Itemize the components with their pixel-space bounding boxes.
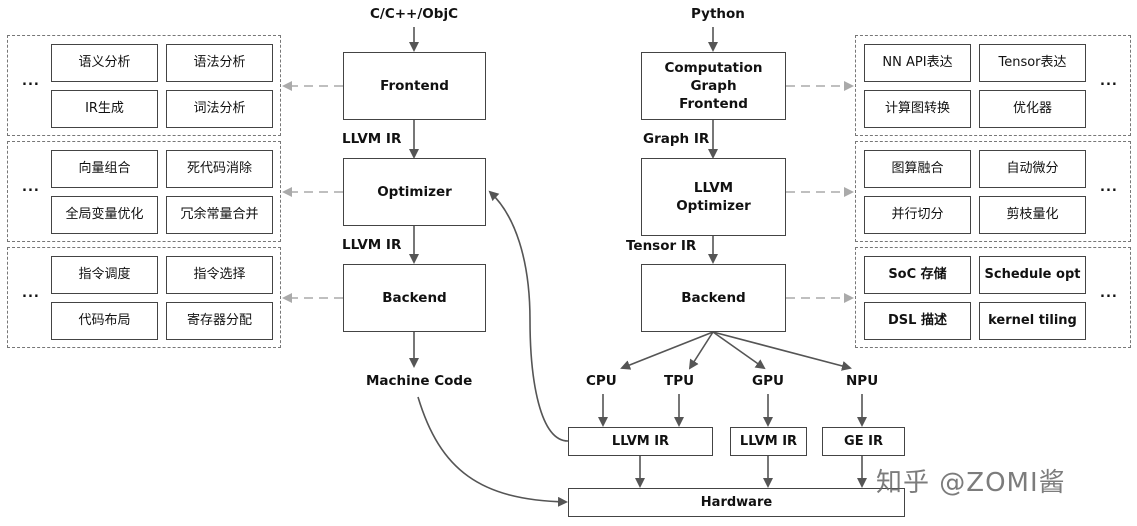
ellipsis: ...: [22, 74, 40, 89]
arrow-llvm-ir-to-optimizer-curve: [488, 190, 569, 442]
arrow-backend-to-cpu: [620, 331, 714, 370]
ai-backend-box: Backend: [641, 264, 786, 332]
right-group-frontend: NN API表达 Tensor表达 计算图转换 优化器 ...: [855, 35, 1131, 136]
device-npu-label: NPU: [846, 373, 879, 389]
stage-item: 计算图转换: [864, 90, 971, 128]
stage-item: 代码布局: [51, 302, 158, 340]
ellipsis: ...: [22, 180, 40, 195]
ai-optimizer-box: LLVM Optimizer: [641, 158, 786, 236]
stage-item: 死代码消除: [166, 150, 273, 188]
arrow-backend-to-gpu: [712, 331, 766, 370]
right-group-optimizer: 图算融合 自动微分 并行切分 剪枝量化 ...: [855, 141, 1131, 242]
hardware-box: Hardware: [568, 488, 905, 517]
stage-item: kernel tiling: [979, 302, 1086, 340]
stage-item: 并行切分: [864, 196, 971, 234]
ellipsis: ...: [22, 286, 40, 301]
stage-item: 剪枝量化: [979, 196, 1086, 234]
input-c-cpp-objc-label: C/C++/ObjC: [370, 6, 458, 22]
left-group-frontend: ... 语义分析 语法分析 IR生成 词法分析: [7, 35, 281, 136]
right-group-backend: SoC 存储 Schedule opt DSL 描述 kernel tiling…: [855, 247, 1131, 348]
stage-item: 优化器: [979, 90, 1086, 128]
machine-code-label: Machine Code: [366, 373, 473, 389]
stage-item: SoC 存储: [864, 256, 971, 294]
cpu-tpu-llvm-ir-box: LLVM IR: [568, 427, 713, 456]
graph-ir-label: Graph IR: [643, 131, 710, 147]
stage-item: 自动微分: [979, 150, 1086, 188]
stage-item: 指令调度: [51, 256, 158, 294]
llvm-optimizer-box: Optimizer: [343, 158, 486, 226]
input-python-label: Python: [691, 6, 745, 22]
arrow-machine-code-to-hardware-curve: [417, 396, 568, 507]
stage-item: Schedule opt: [979, 256, 1086, 294]
graph-frontend-box: Computation Graph Frontend: [641, 52, 786, 120]
tensor-ir-label: Tensor IR: [626, 238, 697, 254]
stage-item: 语义分析: [51, 44, 158, 82]
arrow-backend-to-npu: [712, 331, 852, 371]
watermark-text: 知乎 @ZOMI酱: [876, 468, 1066, 498]
ellipsis: ...: [1100, 286, 1118, 301]
llvm-ir-label-1: LLVM IR: [342, 131, 402, 147]
stage-item: 冗余常量合并: [166, 196, 273, 234]
stage-item: NN API表达: [864, 44, 971, 82]
stage-item: 词法分析: [166, 90, 273, 128]
stage-item: DSL 描述: [864, 302, 971, 340]
device-gpu-label: GPU: [752, 373, 784, 389]
device-cpu-label: CPU: [586, 373, 617, 389]
stage-item: Tensor表达: [979, 44, 1086, 82]
arrow-backend-to-tpu: [688, 331, 714, 370]
gpu-llvm-ir-box: LLVM IR: [730, 427, 807, 456]
stage-item: 语法分析: [166, 44, 273, 82]
llvm-frontend-box: Frontend: [343, 52, 486, 120]
ellipsis: ...: [1100, 180, 1118, 195]
llvm-ir-label-2: LLVM IR: [342, 237, 402, 253]
stage-item: 寄存器分配: [166, 302, 273, 340]
left-group-backend: ... 指令调度 指令选择 代码布局 寄存器分配: [7, 247, 281, 348]
stage-item: 图算融合: [864, 150, 971, 188]
llvm-backend-box: Backend: [343, 264, 486, 332]
ellipsis: ...: [1100, 74, 1118, 89]
device-tpu-label: TPU: [664, 373, 695, 389]
stage-item: 向量组合: [51, 150, 158, 188]
left-group-optimizer: ... 向量组合 死代码消除 全局变量优化 冗余常量合并: [7, 141, 281, 242]
stage-item: IR生成: [51, 90, 158, 128]
npu-ge-ir-box: GE IR: [822, 427, 905, 456]
stage-item: 全局变量优化: [51, 196, 158, 234]
stage-item: 指令选择: [166, 256, 273, 294]
